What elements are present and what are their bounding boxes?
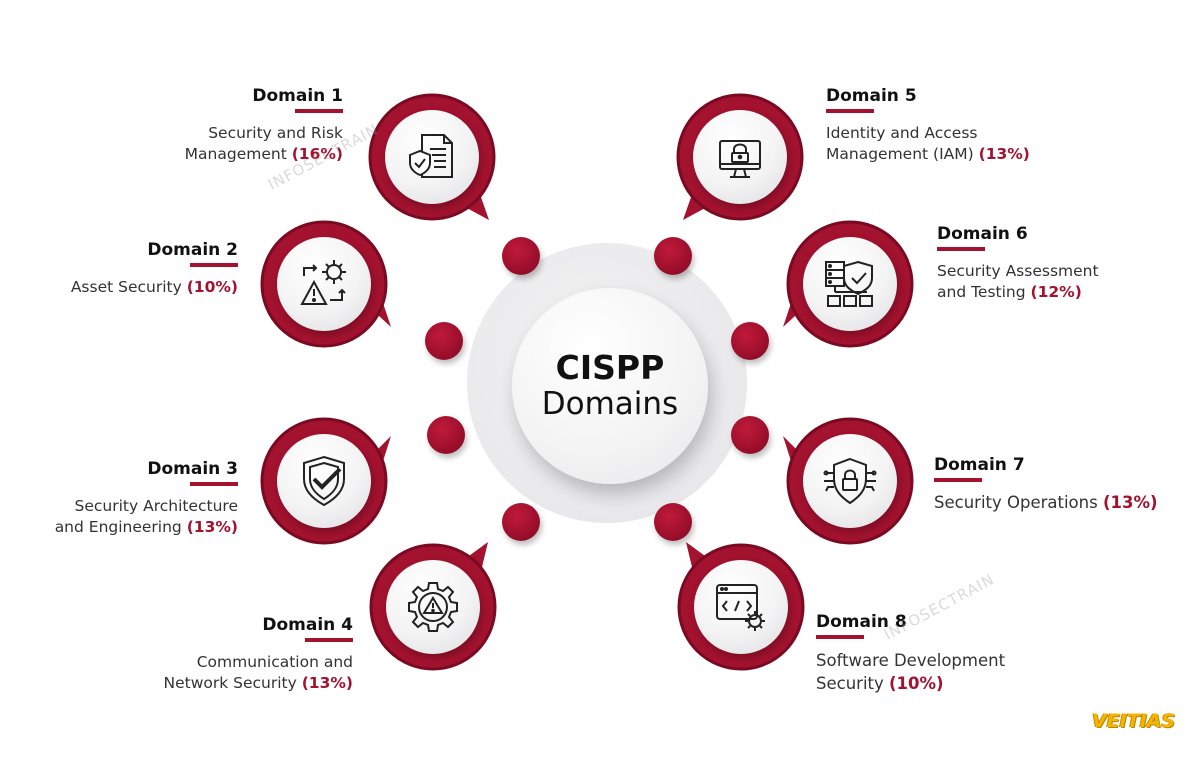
domain-8-badge (666, 532, 816, 682)
domain-2-badge (249, 209, 399, 359)
domain-1-badge (357, 82, 507, 232)
connector-dot (427, 416, 465, 454)
domain-4-badge (358, 532, 508, 682)
domain-4-desc: Communication and Network Security (13%) (163, 653, 353, 692)
domain-7-underline (934, 478, 982, 482)
domain-1-percent: (16%) (291, 145, 343, 163)
connector-dot (654, 237, 692, 275)
warning-gear-icon (300, 260, 346, 305)
connector-dot (654, 503, 692, 541)
connector-dot (502, 237, 540, 275)
server-shield-icon (825, 260, 873, 307)
domain-7-badge (775, 406, 925, 556)
domain-7-title: Domain 7 (934, 455, 1025, 475)
domain-7-text: Domain 7 Security Operations (13%) (934, 454, 1194, 513)
hub-title: CISPP (555, 348, 665, 387)
monitor-lock-icon (719, 140, 761, 178)
brand-logo: VEITIAS (1092, 710, 1176, 732)
domain-2-underline (190, 263, 238, 267)
domain-4-percent: (13%) (301, 674, 353, 692)
domain-3-text: Domain 3 Security Architecture and Engin… (0, 458, 238, 538)
domain-3-badge (249, 406, 399, 556)
domain-7-desc: Security Operations (13%) (934, 493, 1158, 512)
connector-dot (425, 322, 463, 360)
domain-5-text: Domain 5 Identity and Access Management … (826, 85, 1066, 165)
domain-8-title: Domain 8 (816, 612, 907, 632)
connector-dot (502, 503, 540, 541)
domain-2-text: Domain 2 Asset Security (10%) (0, 239, 238, 298)
circuit-shield-lock-icon (823, 457, 877, 505)
domain-6-desc: Security Assessment and Testing (12%) (937, 262, 1099, 301)
domain-6-percent: (12%) (1030, 283, 1082, 301)
code-window-gear-icon (716, 584, 765, 631)
domain-4-underline (305, 638, 353, 642)
connector-dot (731, 322, 769, 360)
domain-8-desc: Software Development Security (10%) (816, 651, 1006, 693)
domain-1-title: Domain 1 (252, 86, 343, 106)
domain-1-desc: Security and Risk Management (16%) (184, 124, 343, 163)
domain-5-title: Domain 5 (826, 86, 917, 106)
hub-subtitle: Domains (541, 386, 679, 422)
domain-3-title: Domain 3 (147, 459, 238, 479)
domain-6-text: Domain 6 Security Assessment and Testing… (937, 223, 1177, 303)
domain-4-text: Domain 4 Communication and Network Secur… (113, 614, 353, 694)
hub-center: CISPP Domains (512, 288, 708, 484)
domain-3-underline (190, 482, 238, 486)
gear-warning-icon (408, 582, 458, 632)
domain-3-percent: (13%) (186, 518, 238, 536)
domain-8-underline (816, 635, 864, 639)
shield-check-icon (303, 455, 345, 507)
domain-2-desc: Asset Security (10%) (70, 278, 238, 296)
domain-1-text: Domain 1 Security and Risk Management (1… (103, 85, 343, 165)
connector-dot (731, 416, 769, 454)
domain-8-percent: (10%) (889, 674, 944, 693)
domain-1-underline (295, 109, 343, 113)
domain-8-text: Domain 8 Software Development Security (… (816, 611, 1076, 695)
domain-6-badge (775, 209, 925, 359)
domain-6-underline (937, 247, 985, 251)
domain-7-percent: (13%) (1102, 493, 1158, 512)
domain-3-desc: Security Architecture and Engineering (1… (54, 497, 238, 536)
domain-5-percent: (13%) (978, 145, 1030, 163)
domain-5-underline (826, 109, 874, 113)
domain-4-title: Domain 4 (262, 615, 353, 635)
domain-2-title: Domain 2 (147, 240, 238, 260)
domain-5-desc: Identity and Access Management (IAM) (13… (826, 124, 1030, 163)
domain-5-badge (665, 82, 815, 232)
domain-2-percent: (10%) (186, 278, 238, 296)
domain-6-title: Domain 6 (937, 224, 1028, 244)
document-shield-icon (409, 134, 453, 178)
